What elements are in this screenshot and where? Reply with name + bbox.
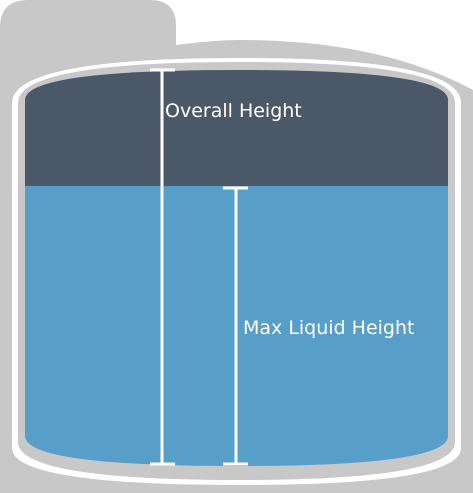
- max-liquid-height-dimension: [223, 186, 248, 466]
- overall-height-label: Overall Height: [165, 100, 302, 122]
- overall-height-dimension: [150, 68, 175, 466]
- headspace-region: [25, 70, 448, 186]
- max-liquid-height-label: Max Liquid Height: [243, 317, 414, 339]
